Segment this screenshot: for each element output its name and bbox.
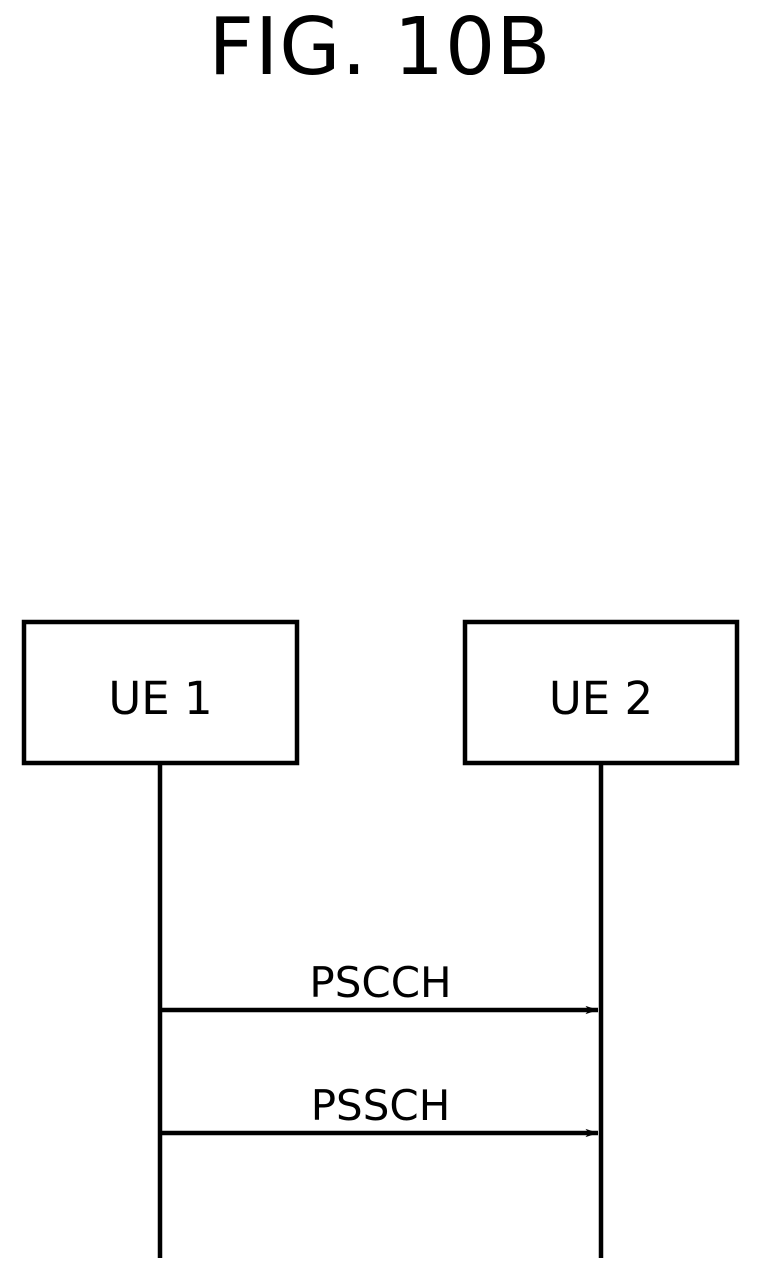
node-label-ue2: UE 2 (548, 672, 654, 725)
page-title: FIG. 10B (208, 1, 552, 93)
node-label-ue1: UE 1 (108, 672, 213, 725)
message-label-pscch: PSCCH (309, 958, 452, 1007)
message-label-pssch: PSSCH (310, 1081, 451, 1130)
node-box-ue2[interactable] (462, 619, 740, 766)
node-box-ue1[interactable] (21, 619, 300, 766)
